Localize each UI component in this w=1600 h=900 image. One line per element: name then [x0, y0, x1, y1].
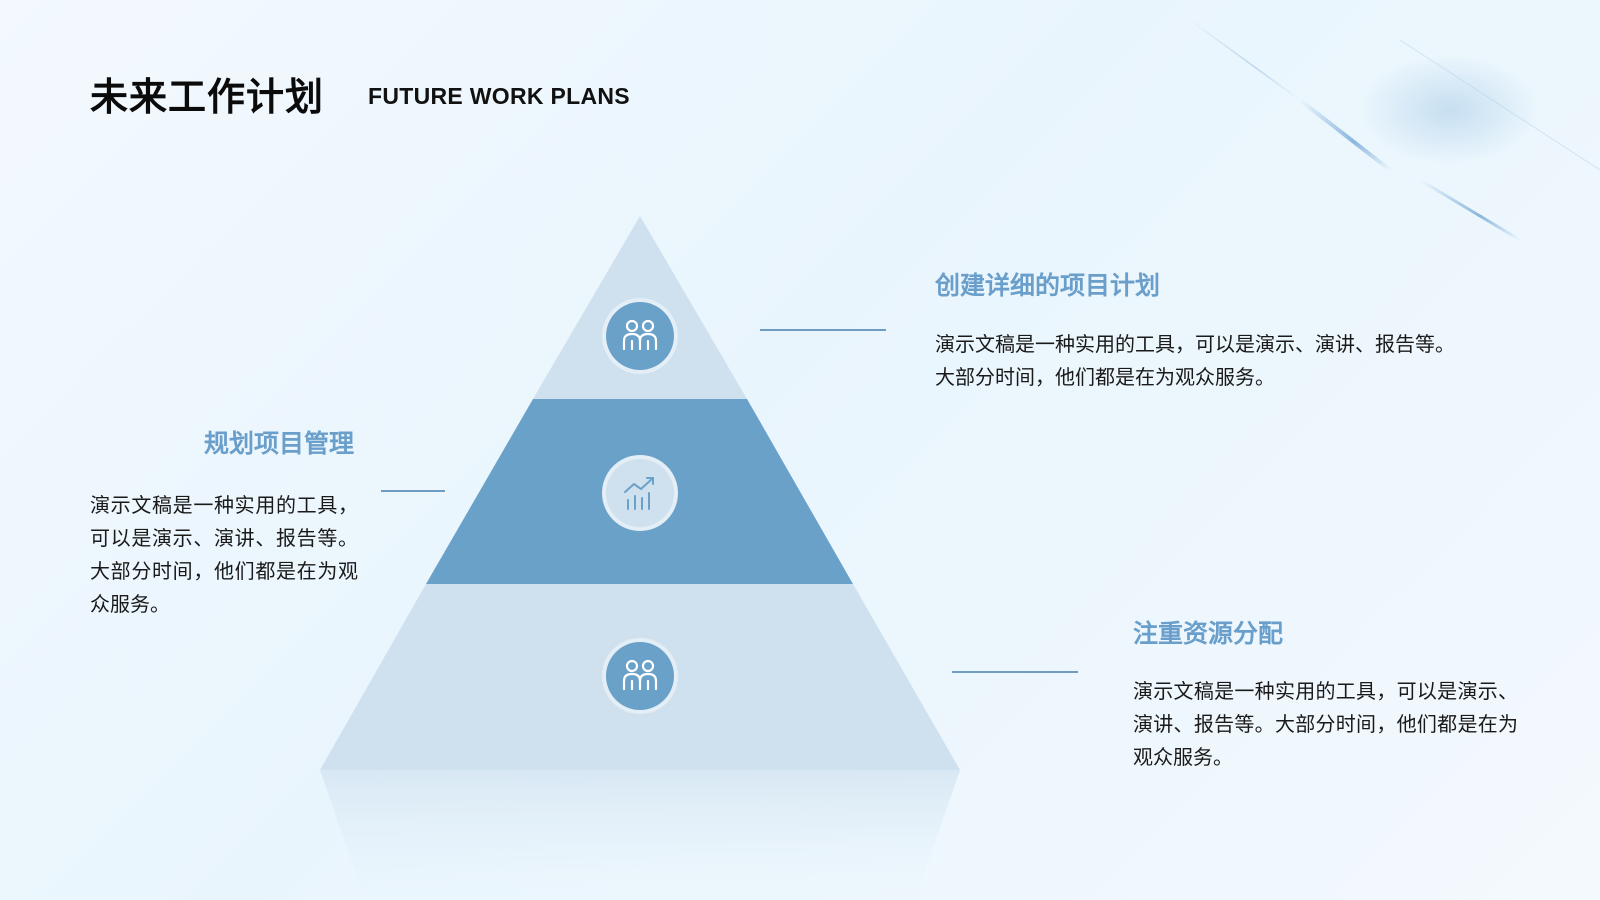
block-title-create-plan: 创建详细的项目计划 — [935, 271, 1161, 300]
connector-line-top — [760, 329, 886, 331]
block-body-create-plan: 演示文稿是一种实用的工具，可以是演示、演讲、报告等。大部分时间，他们都是在为观众… — [935, 332, 1455, 389]
people-icon — [601, 637, 679, 715]
connector-line-left — [381, 490, 445, 492]
bar-chart-trend-icon — [601, 454, 679, 532]
connector-line-bottom — [952, 671, 1078, 673]
block-body-resource-allocation: 演示文稿是一种实用的工具，可以是演示、演讲、报告等。大部分时间，他们都是在为观众… — [1133, 679, 1518, 769]
page-subtitle-en: FUTURE WORK PLANS — [368, 83, 630, 109]
block-body-project-management: 演示文稿是一种实用的工具，可以是演示、演讲、报告等。大部分时间，他们都是在为观众… — [90, 493, 358, 616]
block-title-resource-allocation: 注重资源分配 — [1133, 619, 1284, 648]
block-title-project-management: 规划项目管理 — [203, 429, 354, 458]
page-title: 未来工作计划 — [90, 75, 325, 119]
people-icon — [601, 297, 679, 375]
